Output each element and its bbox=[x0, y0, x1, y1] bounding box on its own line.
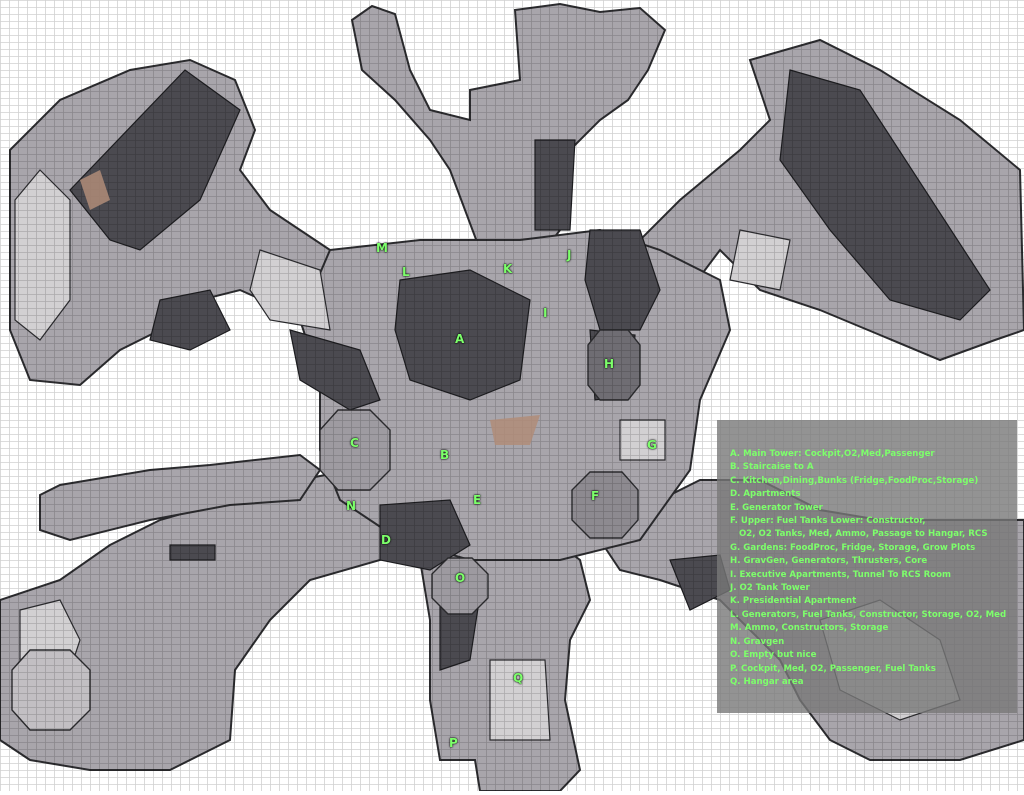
zone-label-p: P bbox=[449, 736, 458, 750]
tan-accents bbox=[80, 170, 540, 445]
zone-label-m: M bbox=[376, 241, 388, 255]
zone-label-h: H bbox=[604, 357, 615, 371]
legend-item-a: A. Main Tower: Cockpit,O2,Med,Passenger bbox=[730, 449, 935, 459]
zone-label-j: J bbox=[567, 248, 572, 262]
legend-item-b: B. Staircaise to A bbox=[730, 462, 814, 473]
map-legend: A. Main Tower: Cockpit,O2,Med,Passenger … bbox=[717, 420, 1017, 713]
zone-label-l: L bbox=[402, 265, 410, 279]
legend-item-j: J. O2 Tank Tower bbox=[730, 583, 810, 594]
legend-item-q: Q. Hangar area bbox=[730, 676, 804, 687]
legend-item-e: E. Generator Tower bbox=[730, 502, 823, 513]
legend-item-g: G. Gardens: FoodProc, Fridge, Storage, G… bbox=[730, 542, 976, 553]
legend-item-m: M. Ammo, Constructors, Storage bbox=[730, 623, 889, 634]
zone-label-f: F bbox=[591, 489, 600, 503]
zone-label-o: O bbox=[455, 571, 466, 585]
zone-label-i: I bbox=[543, 306, 548, 320]
legend-item-f-continued: O2, O2 Tanks, Med, Ammo, Passage to Hang… bbox=[739, 529, 988, 540]
legend-item-i: I. Executive Apartments, Tunnel To RCS R… bbox=[730, 569, 952, 580]
zone-label-g: G bbox=[647, 438, 657, 452]
zone-label-a: A bbox=[455, 332, 465, 346]
legend-item-f: F. Upper: Fuel Tanks Lower: Constructor, bbox=[730, 516, 926, 527]
legend-item-o: O. Empty but nice bbox=[730, 650, 817, 661]
legend-item-h: H. GravGen, Generators, Thrusters, Core bbox=[730, 556, 928, 567]
legend-item-k: K. Presidential Apartment bbox=[730, 596, 857, 607]
zone-label-k: K bbox=[503, 262, 513, 276]
zone-label-d: D bbox=[381, 533, 391, 547]
zone-label-e: E bbox=[473, 493, 482, 507]
zone-label-b: B bbox=[440, 448, 450, 462]
legend-item-p: P. Cockpit, Med, O2, Passenger, Fuel Tan… bbox=[730, 663, 936, 674]
zone-label-c: C bbox=[350, 436, 359, 450]
legend-item-l: L. Generators, Fuel Tanks, Constructor, … bbox=[730, 609, 1007, 620]
zone-label-n: N bbox=[346, 499, 357, 513]
zone-label-q: Q bbox=[513, 671, 524, 685]
legend-item-d: D. Apartments bbox=[730, 489, 801, 500]
legend-item-c: C. Kitchen,Dining,Bunks (Fridge,FoodProc… bbox=[730, 475, 979, 486]
legend-item-n: N. Gravgen bbox=[730, 636, 785, 647]
